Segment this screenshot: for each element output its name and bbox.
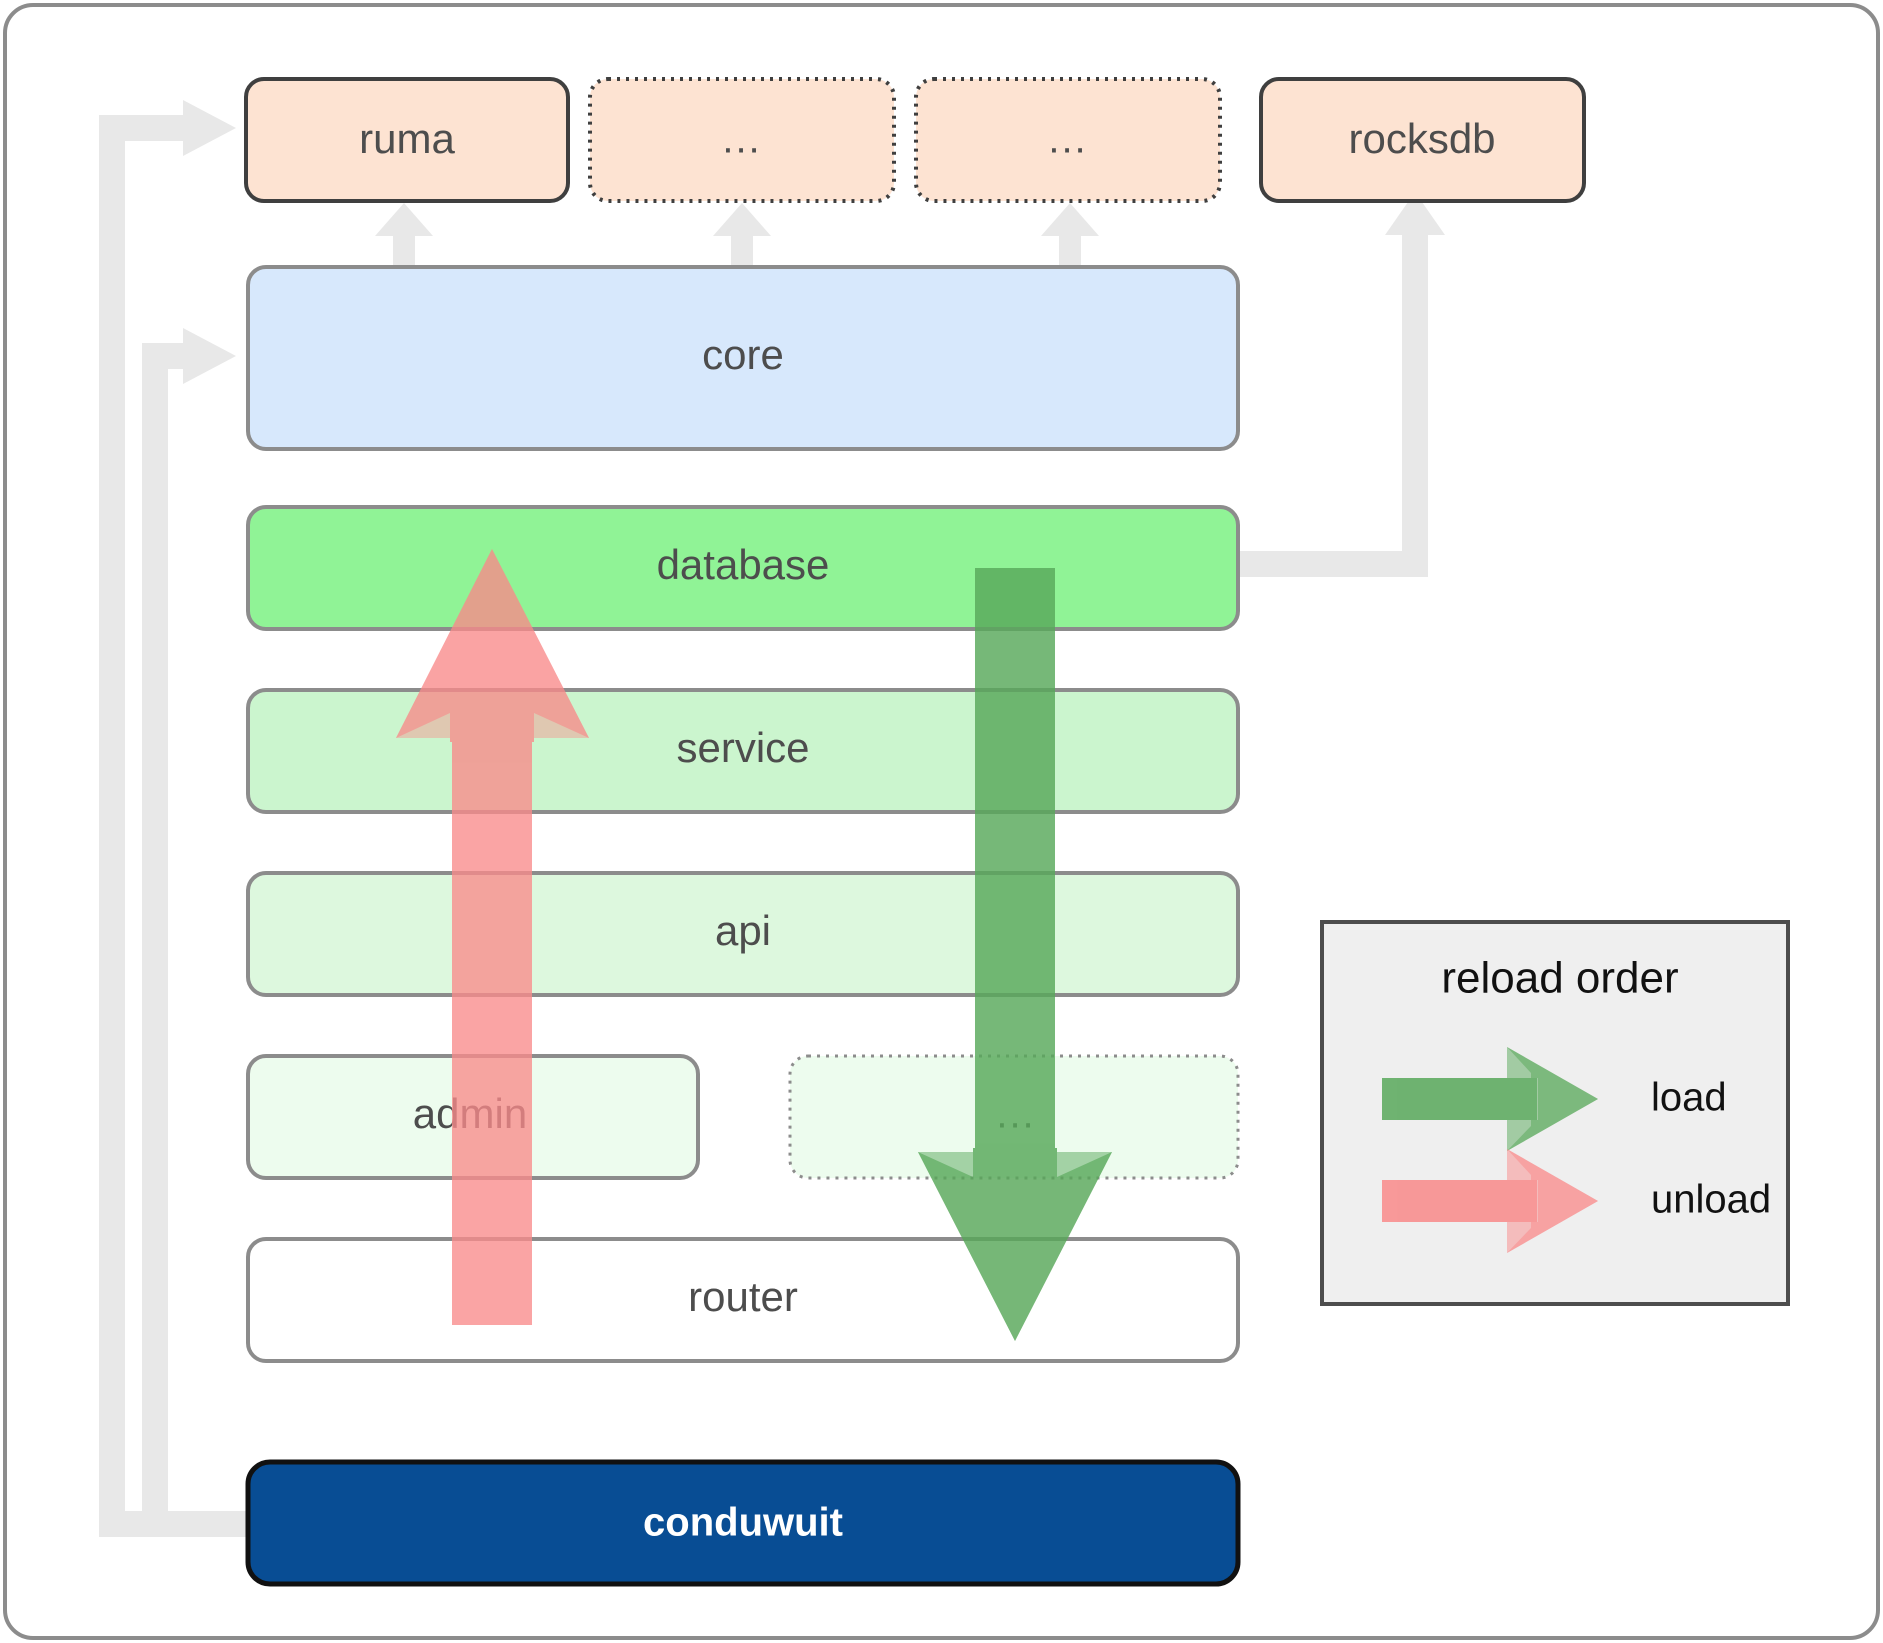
- connector-spine-to-core: [142, 343, 190, 1524]
- load-arrow-head-outer: [918, 1152, 1112, 1341]
- layer-box-api[interactable]: api: [246, 871, 1240, 997]
- diagram-outer-border: [3, 3, 1880, 1640]
- legend-item-load: load: [1382, 1047, 1727, 1151]
- load-arrow: [918, 568, 1112, 1341]
- layer-box-core-label: core: [702, 331, 784, 378]
- layer-box-service-label: service: [676, 724, 809, 771]
- external-box-ruma-label: ruma: [359, 115, 455, 162]
- core-arrow-placeholder-2: [1041, 203, 1099, 275]
- legend-item-unload: unload: [1382, 1149, 1771, 1253]
- layer-box-router[interactable]: router: [246, 1237, 1240, 1363]
- external-box-placeholder-2[interactable]: ...: [914, 77, 1222, 203]
- load-arrow-head: [918, 1148, 1112, 1341]
- core-arrow-placeholder-1: [713, 203, 771, 275]
- connector-arrowhead-ruma: [183, 100, 236, 156]
- load-arrow-shaft: [975, 568, 1055, 1238]
- unload-arrow: [396, 549, 589, 1325]
- legend-panel: reload order load unload: [1320, 920, 1790, 1306]
- core-to-external-arrows: [375, 203, 1099, 275]
- layer-box-service[interactable]: service: [246, 688, 1240, 814]
- root-box-conduwuit[interactable]: conduwuit: [245, 1459, 1241, 1587]
- unload-arrow-head: [396, 549, 589, 742]
- connector-arrowhead-core: [183, 328, 236, 384]
- legend-item-load-label: load: [1651, 1076, 1727, 1120]
- external-box-rocksdb[interactable]: rocksdb: [1259, 77, 1586, 203]
- layer-box-core[interactable]: core: [246, 265, 1240, 451]
- external-dependency-row: ruma ... ... rocksdb: [244, 77, 1586, 203]
- core-arrow-ruma: [375, 203, 433, 275]
- legend-title: reload order: [1441, 954, 1678, 1003]
- layer-box-database-label: database: [657, 541, 830, 588]
- legend-item-unload-label: unload: [1651, 1178, 1771, 1222]
- external-box-rocksdb-label: rocksdb: [1348, 115, 1495, 162]
- layer-box-api-label: api: [715, 907, 771, 954]
- dependency-connector-group: [99, 100, 248, 1537]
- connector-root-to-spine: [99, 115, 248, 1537]
- external-box-placeholder-2-label: ...: [1048, 118, 1087, 162]
- root-box-conduwuit-label: conduwuit: [643, 1501, 843, 1545]
- legend-unload-arrow-icon: [1382, 1149, 1598, 1253]
- external-box-placeholder-1-label: ...: [722, 118, 761, 162]
- layer-box-database[interactable]: database: [246, 505, 1240, 631]
- unload-arrow-head-outer: [396, 549, 589, 738]
- external-box-placeholder-1[interactable]: ...: [588, 77, 896, 203]
- layer-box-router-label: router: [688, 1273, 798, 1320]
- database-to-rocksdb-connector: [1238, 192, 1445, 577]
- unload-arrow-shaft: [452, 650, 532, 1325]
- external-box-ruma[interactable]: ruma: [244, 77, 570, 203]
- legend-load-arrow-icon: [1382, 1047, 1598, 1151]
- connector-db-rocksdb-path: [1238, 235, 1428, 577]
- connector-arrowhead-rocksdb: [1385, 192, 1445, 235]
